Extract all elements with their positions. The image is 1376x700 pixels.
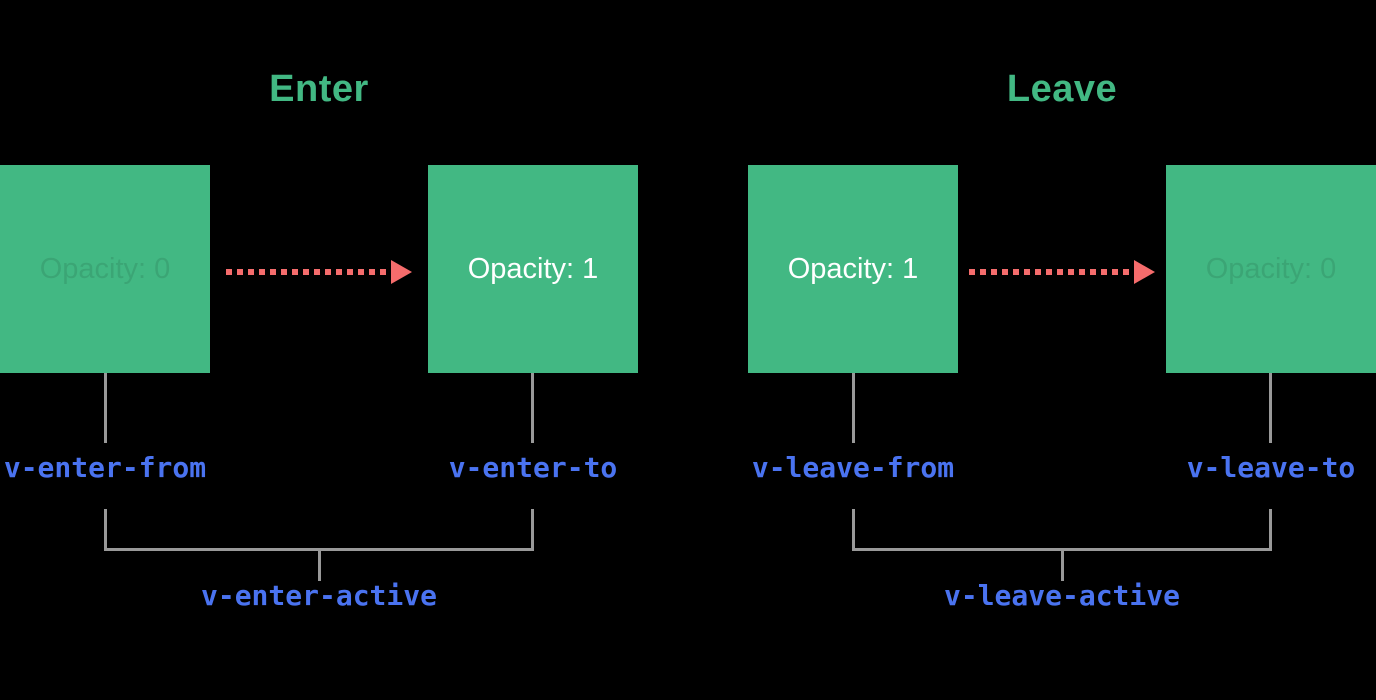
connector-line — [852, 373, 855, 443]
opacity-value-label: Opacity: 0 — [39, 252, 171, 285]
enter-active-class-label: v-enter-active — [200, 579, 437, 612]
enter-transition-arrow — [226, 260, 412, 284]
enter-from-class-label: v-enter-from — [3, 451, 207, 484]
state-box-enter-to: Opacity: 1 — [428, 165, 638, 373]
leave-section: Leave Opacity: 1 Opacity: 0 v-leave-from… — [748, 0, 1376, 700]
active-range-bracket — [852, 509, 1272, 551]
enter-section-title: Enter — [269, 68, 369, 110]
enter-to-class-label: v-enter-to — [448, 451, 618, 484]
arrow-head-icon — [391, 260, 412, 284]
state-box-leave-from: Opacity: 1 — [748, 165, 958, 373]
dashed-line-icon — [226, 269, 391, 275]
opacity-value-label: Opacity: 0 — [1205, 252, 1337, 285]
dashed-line-icon — [969, 269, 1134, 275]
leave-active-class-label: v-leave-active — [943, 579, 1180, 612]
opacity-value-label: Opacity: 1 — [467, 252, 599, 285]
bracket-stem-line — [317, 551, 321, 581]
leave-to-class-label: v-leave-to — [1186, 451, 1356, 484]
arrow-head-icon — [1134, 260, 1155, 284]
leave-transition-arrow — [969, 260, 1155, 284]
bracket-stem-line — [1060, 551, 1064, 581]
state-box-leave-to: Opacity: 0 — [1166, 165, 1376, 373]
state-box-enter-from: Opacity: 0 — [0, 165, 210, 373]
connector-line — [531, 373, 534, 443]
active-range-bracket — [104, 509, 534, 551]
enter-section: Enter Opacity: 0 Opacity: 1 v-enter-from… — [0, 0, 638, 700]
leave-from-class-label: v-leave-from — [751, 451, 955, 484]
connector-line — [104, 373, 107, 443]
connector-line — [1269, 373, 1272, 443]
leave-section-title: Leave — [1006, 68, 1118, 110]
opacity-value-label: Opacity: 1 — [787, 252, 919, 285]
